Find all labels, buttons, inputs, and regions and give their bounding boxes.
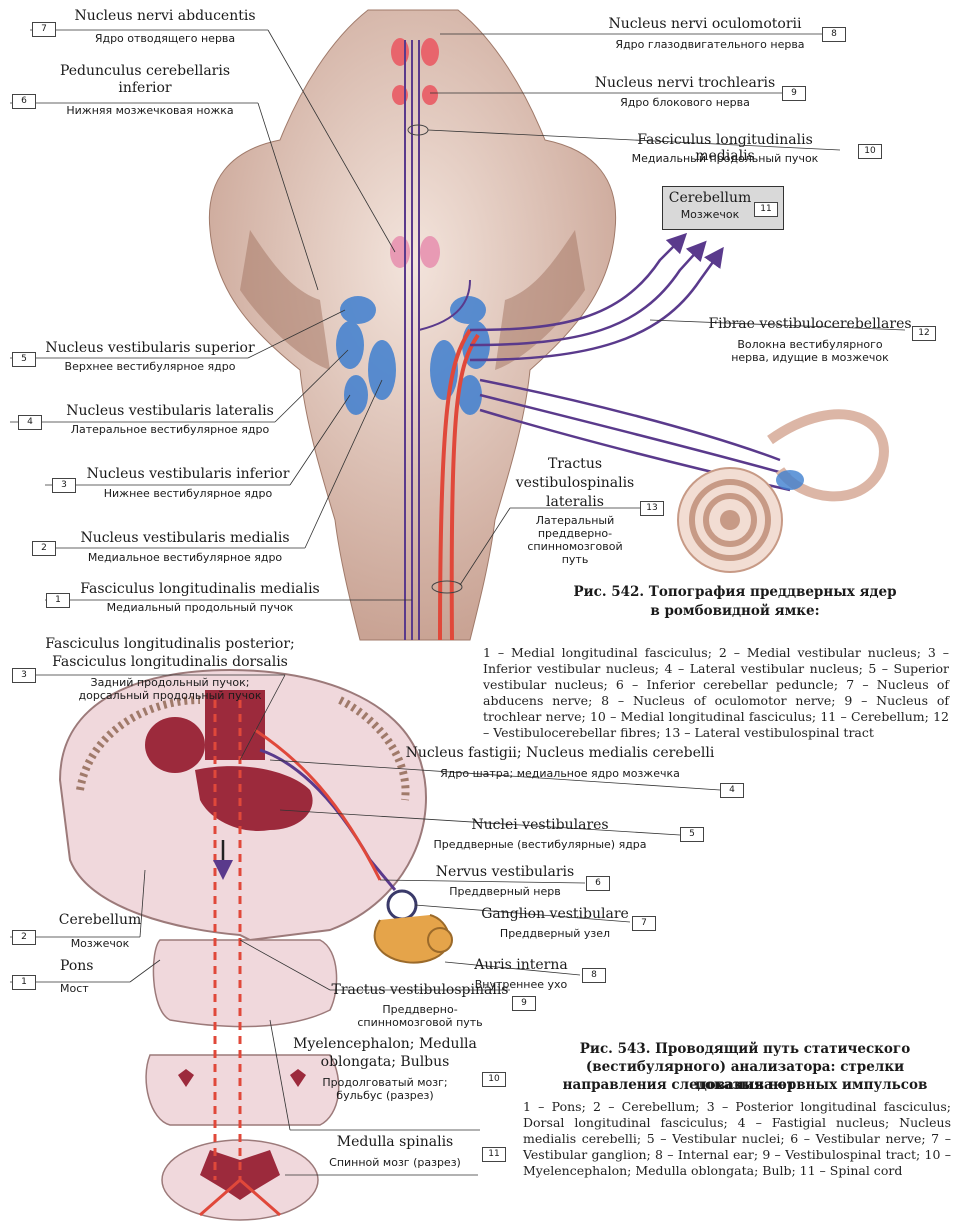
label-number-3-fig543: 3	[12, 668, 36, 683]
label-vestibulospinal-russian-3: спинномозговой	[510, 540, 640, 553]
label-mlf-russian-top: Медиальный продольный пучок	[610, 152, 840, 165]
label-number-1: 1	[46, 593, 70, 608]
label-vestibulocerebellar-russian-2: нерва, идущие в мозжечок	[700, 351, 920, 364]
label-inferior-peduncle-russian: Нижняя мозжечковая ножка	[40, 104, 260, 117]
label-vestibulospinal-latin-2: vestibulospinalis	[510, 475, 640, 491]
label-lateral-vestibular-latin: Nucleus vestibularis lateralis	[55, 403, 285, 419]
label-vestibulospinal-russian-4: путь	[510, 553, 640, 566]
label-myelencephalon-latin-2: oblongata; Bulbus	[290, 1054, 480, 1070]
label-number-8-fig542: 8	[822, 27, 846, 42]
label-medial-vestibular-latin: Nucleus vestibularis medialis	[70, 530, 300, 546]
label-oculomotor-latin: Nucleus nervi oculomotorii	[590, 16, 820, 32]
inner-ear-542	[678, 414, 884, 572]
label-myelencephalon-russian-2: бульбус (разрез)	[290, 1089, 480, 1102]
label-mlf-russian-bottom: Медиальный продольный пучок	[80, 601, 320, 614]
label-spinal-cord-latin: Medulla spinalis	[310, 1134, 480, 1150]
label-inferior-vestibular-latin: Nucleus vestibularis inferior	[78, 466, 298, 482]
label-number-10-fig543: 10	[482, 1072, 506, 1087]
label-number-10-fig542: 10	[858, 144, 882, 159]
figure-543-caption-line1: Рис. 543. Проводящий путь статического	[545, 1040, 945, 1058]
figure-543-legend: 1 – Pons; 2 – Cerebellum; 3 – Posterior …	[523, 1099, 951, 1179]
label-number-8-fig543: 8	[582, 968, 606, 983]
label-vestibulocerebellar-latin: Fibrae vestibulocerebellares	[700, 316, 920, 332]
label-number-1-fig543: 1	[12, 975, 36, 990]
label-superior-vestibular-russian: Верхнее вестибулярное ядро	[40, 360, 260, 373]
label-cerebellum-latin-fig543: Cerebellum	[50, 912, 150, 928]
label-number-4: 4	[18, 415, 42, 430]
label-vestibulospinal-latin-3: lateralis	[510, 494, 640, 510]
label-number-13-fig542: 13	[640, 501, 664, 516]
label-dorsal-fasciculus-latin-1: Fasciculus longitudinalis posterior;	[40, 636, 300, 652]
label-vestibular-nerve-latin: Nervus vestibularis	[430, 864, 580, 880]
label-mlf-latin-bottom: Fasciculus longitudinalis medialis	[80, 581, 320, 597]
label-cerebellum-latin-fig542: Cerebellum	[665, 190, 755, 206]
label-spinal-cord-russian: Спинной мозг (разрез)	[310, 1156, 480, 1169]
label-vestibulospinal-tract-russian-1: Преддверно-	[330, 1003, 510, 1016]
label-vestibular-nuclei-latin: Nuclei vestibulares	[400, 817, 680, 833]
label-inferior-peduncle-latin-2: inferior	[40, 80, 250, 96]
label-vestibular-nerve-russian: Преддверный нерв	[430, 885, 580, 898]
label-cerebellum-russian-fig543: Мозжечок	[50, 937, 150, 950]
label-trochlear-russian: Ядро блокового нерва	[590, 96, 780, 109]
label-number-9-fig542: 9	[782, 86, 806, 101]
label-inferior-peduncle-latin-1: Pedunculus cerebellaris	[40, 63, 250, 79]
label-number-12-fig542: 12	[912, 326, 936, 341]
label-ganglion-latin: Ganglion vestibulare	[480, 906, 630, 922]
label-cerebellum-russian-fig542: Мозжечок	[665, 208, 755, 221]
label-number-3: 3	[52, 478, 76, 493]
figure-542-legend: 1 – Medial longitudinal fasciculus; 2 – …	[483, 645, 949, 741]
label-vestibulocerebellar-russian-1: Волокна вестибулярного	[700, 338, 920, 351]
label-vestibulospinal-russian-2: преддверно-	[510, 527, 640, 540]
label-abducens-nucleus-russian: Ядро отводящего нерва	[60, 32, 270, 45]
label-myelencephalon-latin-1: Myelencephalon; Medulla	[290, 1036, 480, 1052]
label-fastigial-latin: Nucleus fastigii; Nucleus medialis cereb…	[400, 745, 720, 761]
label-number-11-fig542: 11	[754, 202, 778, 217]
label-dorsal-fasciculus-latin-2: Fasciculus longitudinalis dorsalis	[40, 654, 300, 670]
label-fastigial-russian: Ядро шатра; медиальное ядро мозжечка	[400, 767, 720, 780]
cerebellum-section	[60, 670, 426, 940]
label-number-7: 7	[32, 22, 56, 37]
label-inner-ear-latin: Auris interna	[466, 957, 576, 973]
label-oculomotor-russian: Ядро глазодвигательного нерва	[590, 38, 830, 51]
inner-ear-543	[375, 891, 452, 963]
label-number-6-fig543: 6	[586, 876, 610, 891]
figure-542-caption-line2: в ромбовидной ямке:	[540, 602, 930, 620]
label-ganglion-russian: Преддверный узел	[480, 927, 630, 940]
label-pons-latin: Pons	[60, 958, 160, 974]
label-number-2-fig543: 2	[12, 930, 36, 945]
label-number-7-fig543: 7	[632, 916, 656, 931]
label-vestibulospinal-tract-russian-2: спинномозговой путь	[330, 1016, 510, 1029]
pons-section	[153, 940, 336, 1027]
label-vestibulospinal-russian-1: Латеральный	[510, 514, 640, 527]
label-trochlear-latin: Nucleus nervi trochlearis	[590, 75, 780, 91]
label-vestibular-nuclei-russian: Преддверные (вестибулярные) ядра	[400, 838, 680, 851]
label-number-2: 2	[32, 541, 56, 556]
figure-543-caption-line3: направления следования нервных импульсов	[545, 1076, 945, 1094]
label-dorsal-fasciculus-russian-2: дорсальный продольный пучок	[40, 689, 300, 702]
label-number-9-fig543: 9	[512, 996, 536, 1011]
label-number-5-fig543: 5	[680, 827, 704, 842]
label-myelencephalon-russian-1: Продолговатый мозг;	[290, 1076, 480, 1089]
label-number-4-fig543: 4	[720, 783, 744, 798]
label-dorsal-fasciculus-russian-1: Задний продольный пучок;	[40, 676, 300, 689]
label-inferior-vestibular-russian: Нижнее вестибулярное ядро	[78, 487, 298, 500]
label-vestibulospinal-tract-latin: Tractus vestibulospinalis	[330, 982, 510, 998]
label-pons-russian: Мост	[60, 982, 160, 995]
label-lateral-vestibular-russian: Латеральное вестибулярное ядро	[45, 423, 295, 436]
label-number-11-fig543: 11	[482, 1147, 506, 1162]
label-abducens-nucleus-latin: Nucleus nervi abducentis	[60, 8, 270, 24]
figure-542-caption-line1: Рис. 542. Топография преддверных ядер	[540, 583, 930, 601]
label-number-5: 5	[12, 352, 36, 367]
label-vestibulospinal-latin-1: Tractus	[510, 456, 640, 472]
label-medial-vestibular-russian: Медиальное вестибулярное ядро	[60, 551, 310, 564]
label-superior-vestibular-latin: Nucleus vestibularis superior	[40, 340, 260, 356]
label-number-6: 6	[12, 94, 36, 109]
